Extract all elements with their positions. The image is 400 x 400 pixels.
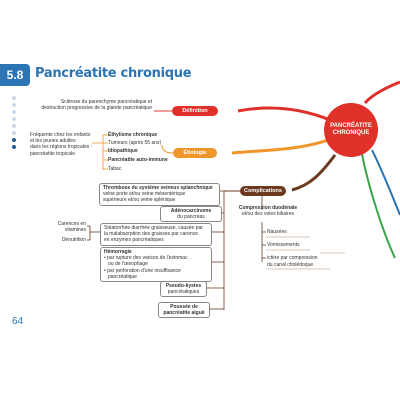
hemorrhage-line: • par perforation d'une insuffisance [104, 267, 181, 274]
adenocarcinoma-box: Adénocarcinome du pancréas [160, 206, 222, 223]
central-topic-line2: CHRONIQUE [332, 130, 370, 136]
etiology-item: Tumeurs (après 55 ans) [108, 140, 162, 146]
steatorrhea-box: Stéatorrhée diarrhée graisseuse, causée … [100, 223, 212, 246]
pseudocysts-line: Pseudo-kystes [165, 283, 202, 289]
hemorrhage-line: • par rupture des varices de l'estomac [104, 255, 188, 262]
etiology-item: Tabac [108, 166, 122, 172]
section-number: 5.8 [0, 64, 30, 86]
compression-line: Compression duodénale [238, 205, 298, 211]
definition-node: Définition [172, 106, 218, 116]
hemorrhage-line: Hémorragie [104, 249, 132, 255]
adenocarcinoma-line: du pancréas [177, 214, 205, 221]
etiology-note-line: et les jeunes adultes [30, 138, 76, 145]
thrombosis-line: Thrombose du système veineux splanchniqu… [103, 185, 213, 191]
thrombosis-line: veine porte et/ou veine mésentérique [103, 191, 186, 198]
compression-effect: Vomissements [267, 242, 300, 248]
etiology-item: Éthylisme chronique [108, 132, 158, 138]
definition-text-line: Sclérose du parenchyme pancréatique et [60, 99, 152, 105]
pseudocysts-box: Pseudo-kystes pancréatiques [160, 281, 207, 298]
etiology-note: Fréquente chez les enfants et les jeunes… [30, 132, 92, 157]
acute-line: pancréatite aiguë [163, 310, 205, 317]
etiology-note-line: pancréatite tropicale [30, 150, 76, 157]
page-number: 64 [12, 316, 24, 327]
hemorrhage-line: pancréatique [108, 273, 137, 280]
compression-effect: ictère par compression [267, 255, 318, 261]
etiology-node: Étiologie [173, 148, 217, 158]
acute-pancreatitis-box: Poussée de pancréatite aiguë [158, 302, 210, 319]
pseudocysts-line: pancréatiques [167, 289, 200, 296]
page-title: Pancréatite chronique [35, 66, 192, 81]
thrombosis-box: Thrombose du système veineux splanchniqu… [99, 183, 220, 206]
steatorrhea-effect: Dénutrition [61, 237, 86, 243]
complications-node: Complications [240, 186, 286, 196]
acute-line: Poussée de [170, 304, 198, 310]
compression-text: Compression duodénale et/ou des voies bi… [238, 205, 298, 217]
central-topic-node: PANCRÉATITE CHRONIQUE [324, 103, 378, 157]
etiology-note-line: dans les régions tropicales : [30, 144, 92, 151]
adenocarcinoma-line: Adénocarcinome [170, 208, 212, 214]
etiology-note-line: Fréquente chez les enfants [30, 132, 91, 138]
steatorrhea-effect: Carences en vitamines [57, 221, 86, 234]
steatorrhea-line: en enzymes pancréatiques [104, 237, 164, 244]
compression-line: et/ou des voies biliaires [242, 211, 294, 218]
steatorrhea-line: Stéatorrhée diarrhée graisseuse, causée … [104, 225, 203, 231]
etiology-item: Idiopathique [108, 148, 138, 154]
central-topic-line1: PANCRÉATITE [330, 123, 372, 129]
compression-effect: Nausées [267, 229, 287, 235]
definition-text: Sclérose du parenchyme pancréatique et d… [40, 99, 152, 111]
steatorrhea-line: la malabsorption des graisses par carenc… [104, 231, 198, 238]
compression-effect: du canal cholédoque [267, 262, 314, 268]
etiology-item: Pancréatite auto-immune [108, 157, 168, 163]
definition-text-line: destruction progressive de la glande pan… [41, 105, 152, 112]
chapter-progress-dots [12, 96, 16, 152]
hemorrhage-line: ou de l'œsophage [108, 261, 148, 268]
hemorrhage-box: Hémorragie • par rupture des varices de … [100, 247, 212, 283]
thrombosis-line: supérieure et/ou veine splénique [103, 197, 176, 204]
